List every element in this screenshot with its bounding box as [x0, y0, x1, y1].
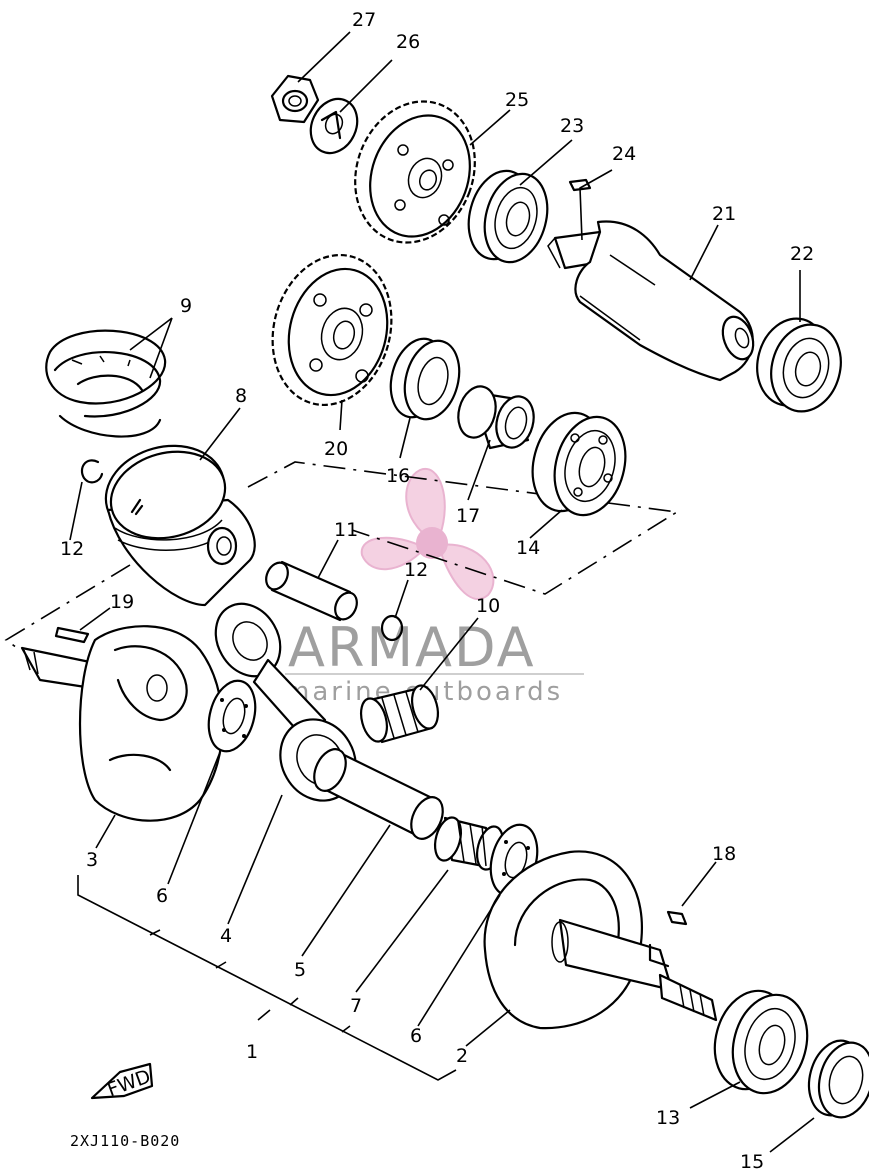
collar-part-17 — [457, 385, 535, 450]
callout-23: 23 — [560, 115, 584, 137]
bearing-part-14 — [531, 411, 627, 517]
nut-part-27 — [270, 74, 320, 124]
bearing-part-22 — [756, 317, 842, 413]
part-callouts: 27 26 25 23 24 21 22 9 8 20 16 17 14 12 … — [60, 9, 814, 1173]
key-part-18 — [666, 910, 688, 926]
bearing-part-23 — [467, 169, 549, 264]
key-part-24 — [568, 178, 592, 192]
callout-1: 1 — [246, 1041, 258, 1063]
callout-24: 24 — [612, 143, 636, 165]
piston-rings-part-9 — [45, 329, 167, 438]
forward-direction-arrow: FWD — [90, 1062, 154, 1101]
oil-seal-part-15 — [807, 1039, 869, 1119]
callout-2: 2 — [456, 1045, 468, 1067]
callout-6-left: 6 — [156, 885, 168, 907]
assembly-frame-upper — [247, 461, 680, 595]
propeller-logo — [360, 467, 495, 600]
circlip-part-12-left — [80, 459, 104, 484]
armada-watermark: ARMADA marine outboards — [284, 467, 584, 707]
callout-25: 25 — [505, 89, 529, 111]
callout-11: 11 — [334, 519, 358, 541]
lock-washer-part-26 — [309, 97, 359, 155]
callout-21: 21 — [712, 203, 736, 225]
circlip-part-12-right — [380, 614, 404, 642]
fwd-label: FWD — [104, 1065, 153, 1101]
crank-pin-part-5 — [313, 748, 444, 840]
callout-14: 14 — [516, 537, 540, 559]
leader-lines — [69, 31, 815, 1153]
needle-bearing-part-10 — [359, 684, 440, 744]
callout-20: 20 — [324, 438, 348, 460]
callout-18: 18 — [712, 843, 736, 865]
callout-4: 4 — [220, 925, 232, 947]
callout-19: 19 — [110, 591, 134, 613]
callout-7: 7 — [350, 995, 362, 1017]
key-part-19 — [54, 626, 90, 644]
callout-26: 26 — [396, 31, 420, 53]
callout-6-right: 6 — [410, 1025, 422, 1047]
driven-gear-part-20 — [271, 253, 393, 407]
callout-22: 22 — [790, 243, 814, 265]
callout-5: 5 — [294, 959, 306, 981]
callout-12-left: 12 — [60, 538, 84, 560]
drawing-code: 2XJ110-B020 — [70, 1132, 180, 1150]
callout-8: 8 — [235, 385, 247, 407]
crank-left-part-3 — [20, 625, 224, 822]
thrust-washer-part-6-left — [207, 679, 257, 753]
callout-9: 9 — [180, 295, 192, 317]
assembly-frame-lower — [4, 564, 131, 651]
callout-13: 13 — [656, 1107, 680, 1129]
callout-17: 17 — [456, 505, 480, 527]
callout-10: 10 — [476, 595, 500, 617]
piston-part-8 — [104, 444, 256, 607]
callout-12-right: 12 — [404, 559, 428, 581]
balancer-shaft-part-21 — [547, 220, 755, 382]
piston-pin-part-11 — [265, 560, 358, 622]
watermark-brand: ARMADA — [288, 616, 536, 679]
callout-16: 16 — [386, 465, 410, 487]
callout-3: 3 — [86, 849, 98, 871]
drive-gear-part-25 — [354, 100, 476, 244]
callout-27: 27 — [352, 9, 376, 31]
callout-15: 15 — [740, 1151, 764, 1173]
bearing-part-16 — [389, 337, 461, 421]
crank-right-part-2 — [483, 850, 718, 1030]
bearing-part-13 — [713, 989, 809, 1095]
